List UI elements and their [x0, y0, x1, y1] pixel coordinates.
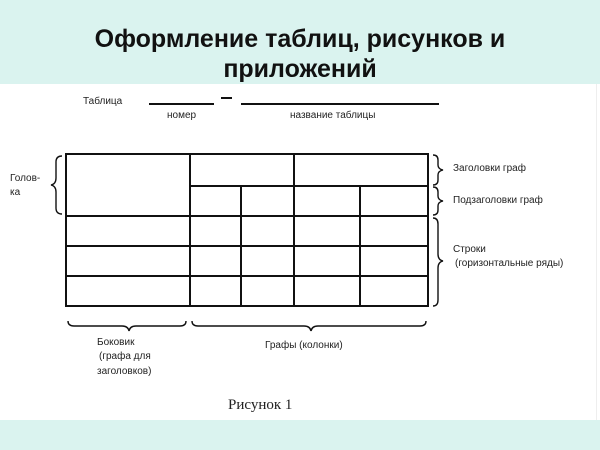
column-subheaders-label: Подзаголовки граф [453, 195, 543, 206]
table-outline [65, 153, 429, 307]
title-line-2: приложений [223, 55, 377, 83]
number-label: номер [167, 110, 197, 121]
subheaders-brace [432, 186, 444, 216]
rows-brace [432, 217, 444, 307]
rows-label-1: Строки [453, 244, 486, 255]
column-headers-label: Заголовки граф [453, 163, 526, 174]
bottom-band [0, 420, 600, 450]
name-label: название таблицы [290, 110, 376, 121]
head-brace [50, 155, 63, 215]
head-label-2: ка [10, 187, 21, 198]
stub-label-1: Боковик [97, 337, 135, 348]
rows-label-2: (горизонтальные ряды) [455, 258, 564, 269]
title-line-1: Оформление таблиц, рисунков и [94, 25, 506, 53]
table-label: Таблица [83, 96, 123, 107]
columns-brace [191, 320, 427, 332]
top-band [0, 0, 600, 84]
stub-label-2: (графа для [99, 351, 151, 362]
headers-brace [432, 154, 444, 186]
stub-brace [67, 320, 187, 332]
head-label-1: Голов- [10, 173, 41, 184]
stub-label-3: заголовков) [97, 366, 152, 377]
columns-label: Графы (колонки) [265, 340, 343, 351]
figure-area [0, 84, 597, 420]
figure-caption: Рисунок 1 [228, 397, 293, 413]
slide-title: Оформление таблиц, рисунков и приложений [0, 24, 600, 84]
